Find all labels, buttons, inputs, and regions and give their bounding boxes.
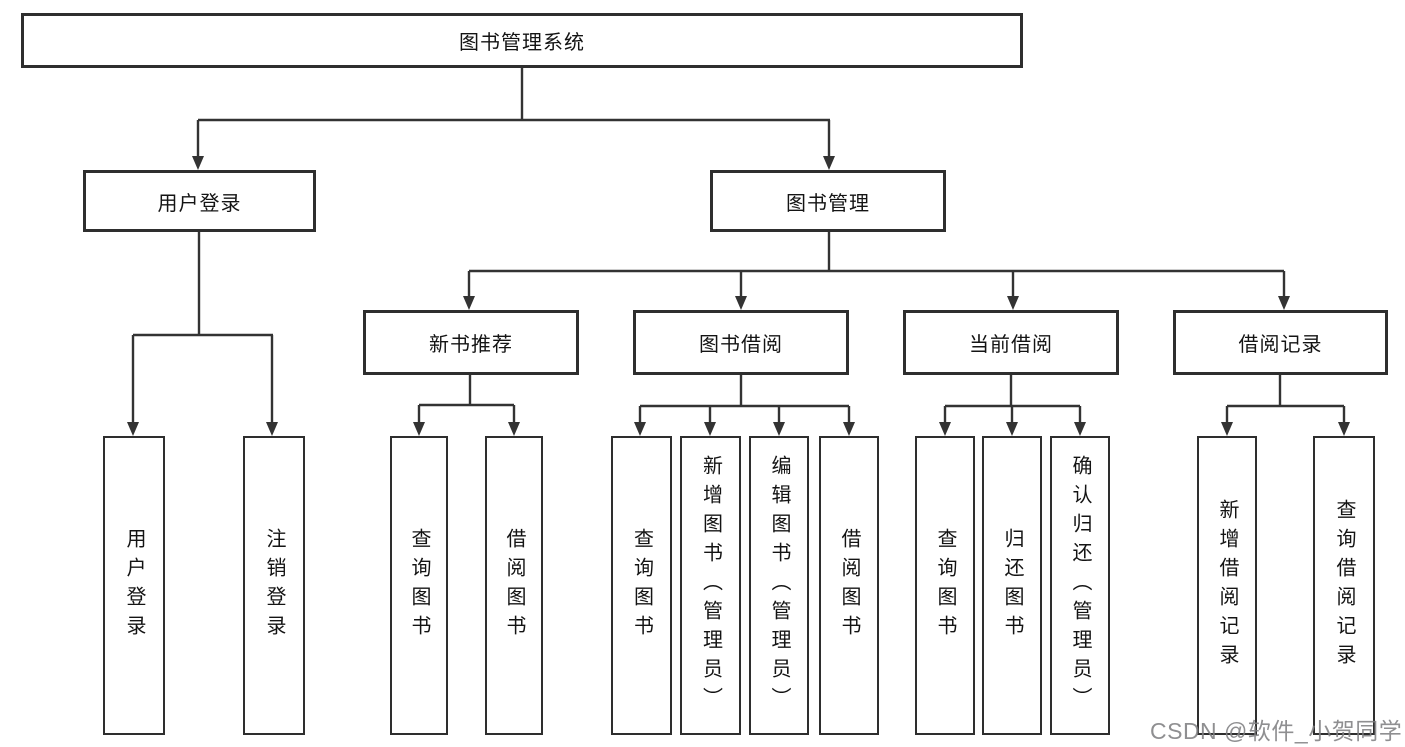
leaf-record-query: 查询借阅记录 (1313, 436, 1375, 735)
leaf-newbook-borrow: 借阅图书 (485, 436, 543, 735)
leaf-newbook-query: 查询图书 (390, 436, 448, 735)
leaf-current-confirm: 确认归还（管理员） (1050, 436, 1110, 735)
leaf-newbook-borrow-label: 借阅图书 (503, 527, 525, 644)
node-new-book-recommend: 新书推荐 (363, 310, 579, 375)
leaf-borrow-edit: 编辑图书（管理员） (749, 436, 809, 735)
arrowheads (127, 156, 1350, 436)
node-root-label: 图书管理系统 (459, 32, 585, 54)
node-root: 图书管理系统 (21, 13, 1023, 68)
leaf-borrow-edit-label: 编辑图书（管理员） (768, 455, 790, 716)
leaf-logout: 注销登录 (243, 436, 305, 735)
node-book-management-label: 图书管理 (786, 192, 870, 215)
leaf-borrow-query-label: 查询图书 (630, 527, 653, 644)
leaf-logout-label: 注销登录 (263, 527, 285, 644)
leaf-record-add: 新增借阅记录 (1197, 436, 1257, 735)
node-book-borrowing-label: 图书借阅 (699, 334, 783, 356)
watermark: CSDN @软件_小贺同学 (1150, 718, 1403, 744)
leaf-borrow-query: 查询图书 (611, 436, 672, 735)
node-user-login: 用户登录 (83, 170, 316, 232)
node-new-book-recommend-label: 新书推荐 (429, 334, 513, 356)
node-borrow-records: 借阅记录 (1173, 310, 1388, 375)
leaf-user-login: 用户登录 (103, 436, 165, 735)
leaf-borrow-add-label: 新增图书（管理员） (699, 455, 722, 716)
node-book-management: 图书管理 (710, 170, 946, 232)
leaf-newbook-query-label: 查询图书 (408, 527, 430, 644)
leaf-current-query: 查询图书 (915, 436, 975, 735)
leaf-borrow-borrow: 借阅图书 (819, 436, 879, 735)
leaf-borrow-add: 新增图书（管理员） (680, 436, 741, 735)
leaf-current-return: 归还图书 (982, 436, 1042, 735)
leaf-borrow-borrow-label: 借阅图书 (838, 527, 860, 644)
leaf-current-confirm-label: 确认归还（管理员） (1069, 455, 1091, 716)
leaf-user-login-label: 用户登录 (123, 527, 145, 644)
leaf-current-query-label: 查询图书 (934, 527, 956, 644)
node-user-login-label: 用户登录 (157, 192, 242, 215)
leaf-record-add-label: 新增借阅记录 (1216, 498, 1238, 673)
node-current-borrowing: 当前借阅 (903, 310, 1119, 375)
leaf-record-query-label: 查询借阅记录 (1333, 498, 1355, 673)
node-current-borrowing-label: 当前借阅 (969, 334, 1053, 356)
node-book-borrowing: 图书借阅 (633, 310, 849, 375)
leaf-current-return-label: 归还图书 (1001, 527, 1023, 644)
connector-path (131, 68, 1346, 423)
node-borrow-records-label: 借阅记录 (1238, 334, 1323, 356)
